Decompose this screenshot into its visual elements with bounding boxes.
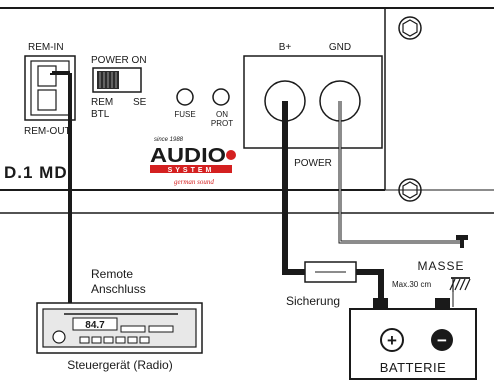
radio-head-unit: 84.7 [36,302,203,354]
chassis-ground-icon [449,277,471,292]
rem-connector [24,55,76,121]
se-mode-label: SE [133,97,147,108]
logo-since: since 1988 [154,137,184,143]
gnd-label: GND [329,42,351,53]
b-plus-label: B+ [279,42,292,53]
battery: + − BATTERIE [349,298,477,380]
btl-mode-label: BTL [91,109,110,120]
screw-icon [398,16,422,40]
power-label: POWER [294,158,332,169]
audio-system-logo: since 1988 AUDIO SYSTEM german sound [150,137,236,186]
radio-display: 84.7 [85,320,105,331]
power-on-label: POWER ON [91,55,147,66]
prot-label: PROT [211,119,233,128]
plus-symbol: + [387,331,397,350]
rem-mode-label: REM [91,97,113,108]
remote-label-line2: Anschluss [91,282,146,296]
batterie-label: BATTERIE [380,360,447,375]
amplifier-body [0,7,494,214]
logo-sub: SYSTEM [168,167,215,174]
plus-terminal-icon [380,328,404,352]
fuse-label: FUSE [174,110,195,119]
minus-terminal-icon [431,329,453,351]
masse-label: MASSE [417,259,464,273]
radio-caption: Steuergerät (Radio) [67,358,172,372]
on-label: ON [216,110,228,119]
mode-switch[interactable] [92,67,142,93]
power-terminal-block [243,55,383,149]
ground-wire-core [339,101,463,248]
logo-brand: AUDIO [150,145,226,167]
minus-symbol: − [437,331,447,350]
ground-lug-icon [456,235,468,248]
remote-label-line1: Remote [91,267,133,281]
screw-icon [398,178,422,202]
logo-tagline: german sound [174,178,214,186]
rem-out-label: REM-OUT [24,126,71,137]
protect-led [212,88,230,106]
model-label: D.1 MD [4,163,68,182]
rem-in-label: REM-IN [28,42,64,53]
logo-dot [226,150,236,160]
sicherung-label: Sicherung [286,294,340,308]
max-length-label: Max.30 cm [392,280,431,289]
ground-wire [338,101,464,248]
volume-knob-icon [52,330,66,344]
fuse-led [176,88,194,106]
